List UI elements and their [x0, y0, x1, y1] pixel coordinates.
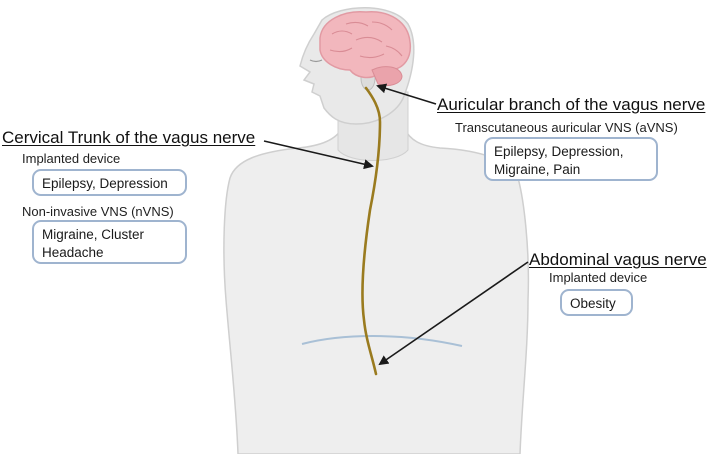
- abdominal-indication: Obesity: [570, 296, 616, 311]
- cervical-noninvasive-box: Migraine, Cluster Headache: [32, 220, 187, 264]
- abdominal-heading: Abdominal vagus nerve: [529, 250, 707, 269]
- brain: [319, 11, 412, 79]
- cervical-noninvasive-line2: Headache: [42, 245, 104, 260]
- cervical-heading: Cervical Trunk of the vagus nerve: [2, 128, 256, 147]
- auricular-heading: Auricular branch of the vagus nerve: [437, 95, 706, 114]
- abdominal-arrow: [378, 261, 529, 366]
- brain-folds: [329, 21, 403, 59]
- cervical-noninvasive-label: Non-invasive VNS (nVNS): [22, 204, 174, 219]
- diaphragm-line: [301, 335, 463, 347]
- auricular-indications-line1: Epilepsy, Depression,: [494, 144, 624, 159]
- cervical-implanted-box: Epilepsy, Depression: [32, 169, 187, 196]
- cervical-arrow: [263, 140, 374, 170]
- auricular-indications-line2: Migraine, Pain: [494, 162, 581, 177]
- vagus-nerve: [361, 86, 382, 376]
- closed-eye: [309, 59, 323, 63]
- torso-silhouette: [223, 111, 530, 454]
- auricular-indications-box: Epilepsy, Depression, Migraine, Pain: [484, 137, 658, 181]
- abdominal-implanted-label: Implanted device: [549, 270, 648, 285]
- cervical-implanted-label: Implanted device: [22, 151, 121, 166]
- cervical-implanted-indications: Epilepsy, Depression: [42, 176, 168, 191]
- abdominal-indication-box: Obesity: [560, 289, 633, 316]
- auricular-method-label: Transcutaneous auricular VNS (aVNS): [455, 120, 678, 135]
- auricular-arrow: [376, 83, 437, 105]
- cervical-noninvasive-line1: Migraine, Cluster: [42, 227, 145, 242]
